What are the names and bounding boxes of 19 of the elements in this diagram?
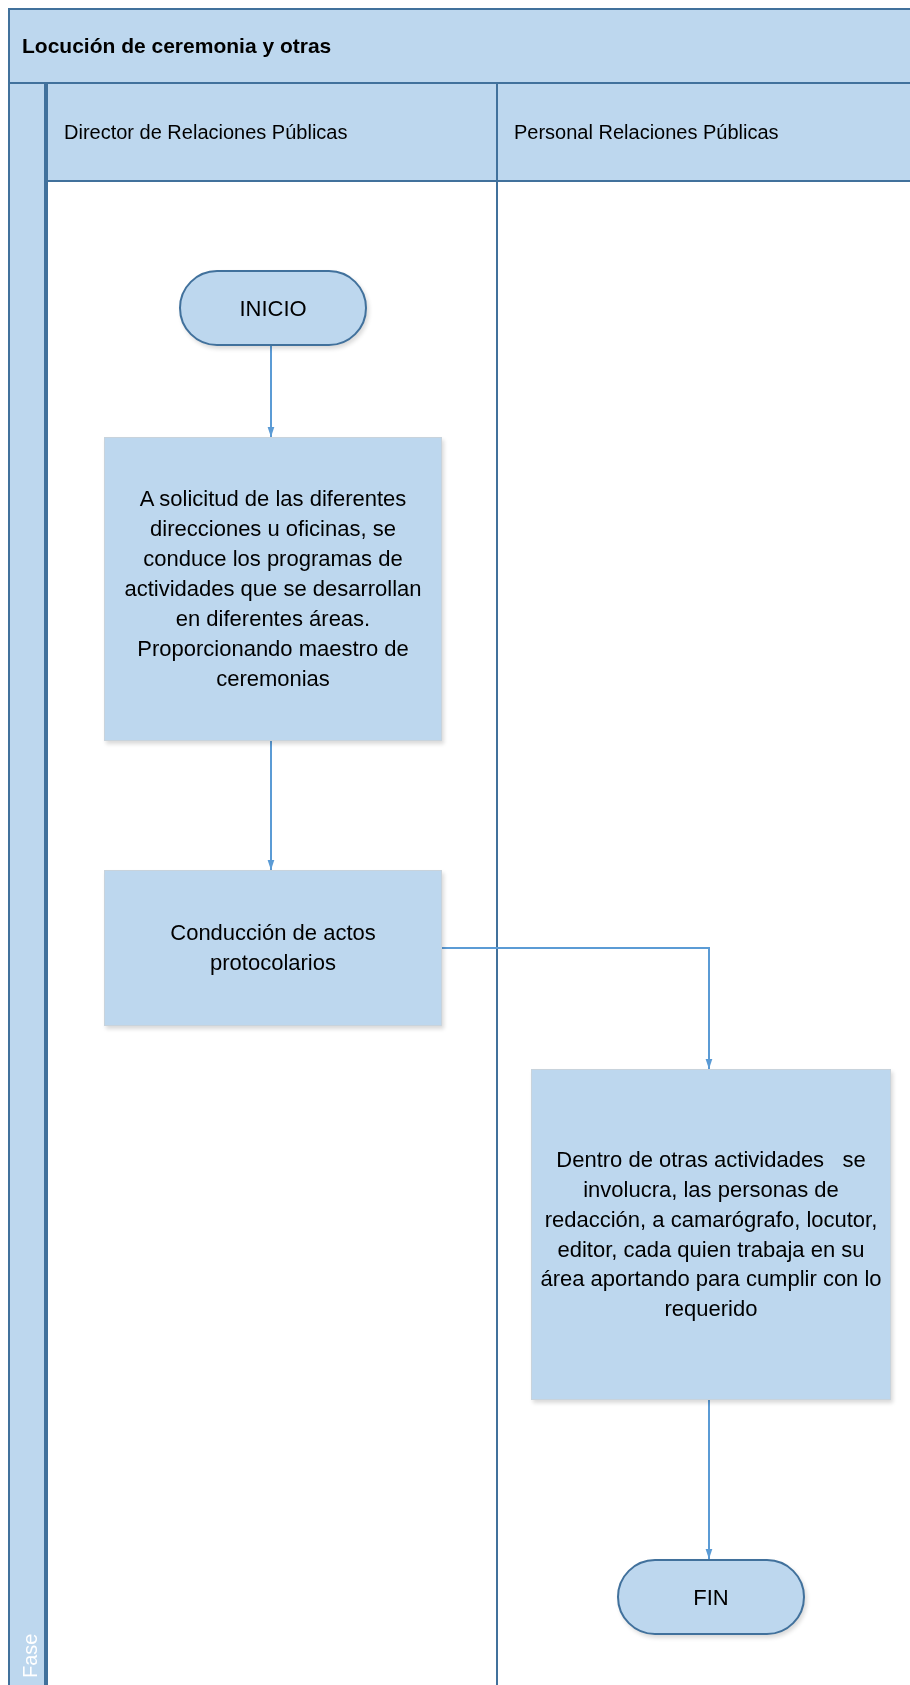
process-text: A solicitud de las diferentes direcciones u oficinas, se conduce los programas de actividades que se desarrollan en diferentes áreas. Proporcionando maestro de ceremonias xyxy=(123,485,423,693)
terminator-shape xyxy=(179,270,367,346)
swimlane xyxy=(496,82,910,1685)
process-box xyxy=(104,870,442,1026)
process-text: Conducción de actos protocolarios xyxy=(169,919,377,977)
lane-title: Personal Relaciones Públicas xyxy=(514,120,779,145)
process-box xyxy=(104,437,442,741)
process-box xyxy=(531,1069,891,1400)
process-text: Dentro de otras actividades se involucra, las personas de redacción, a camarógrafo, locutor, editor, cada quien trabaja en su área aportando para cumplir con lo requerido xyxy=(540,1145,882,1324)
phase-band xyxy=(8,82,46,1685)
terminator-shape xyxy=(617,1559,805,1635)
swimlane xyxy=(46,82,496,1685)
pool-frame xyxy=(8,8,910,1685)
pool-title: Locución de ceremonia y otras xyxy=(22,33,332,60)
terminator-label: FIN xyxy=(693,1583,729,1612)
arrow xyxy=(439,947,715,1070)
lane-title: Director de Relaciones Públicas xyxy=(64,120,348,145)
phase-label: Fase xyxy=(18,1633,42,1678)
terminator-label: INICIO xyxy=(239,294,307,323)
